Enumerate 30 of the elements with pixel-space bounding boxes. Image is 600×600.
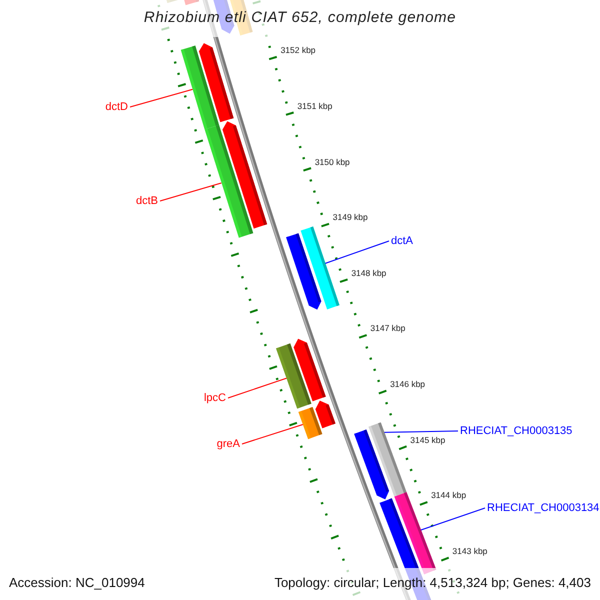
tick-label: 3144 kbp — [431, 491, 466, 500]
leader-line — [420, 508, 486, 531]
gene-label: lpcC — [204, 392, 226, 404]
gene-label: dctB — [136, 196, 158, 206]
leader-line — [242, 424, 304, 444]
gene-label: dctA — [391, 236, 414, 246]
gene-label: RHECIAT_CH0003134 — [487, 502, 600, 514]
footer-text: Topology: circular; Length: 4,513,324 bp; Genes: 4,403 — [274, 576, 591, 588]
leader-line — [384, 430, 458, 433]
tick-label: 3145 kbp — [410, 436, 446, 444]
leader-line — [160, 182, 222, 202]
tick-label: 3152 kbp — [280, 46, 316, 55]
leader-line — [228, 378, 287, 398]
gene-label: RHECIAT_CH0003135 — [460, 426, 572, 436]
gene-label: greA — [216, 438, 240, 450]
tick-label: 3147 kbp — [370, 324, 406, 333]
footer-text: Accession: NC_010994 — [9, 576, 145, 588]
tick-label: 3148 kbp — [351, 268, 386, 278]
tick-label: 3151 kbp — [297, 102, 332, 111]
gene-segment — [300, 226, 340, 310]
leader-line — [130, 88, 194, 108]
gene-segment — [276, 343, 312, 409]
gene-segment — [180, 46, 220, 130]
tick-label: 3150 kbp — [314, 158, 350, 166]
gene-segment — [298, 407, 322, 440]
gene-segment — [204, 125, 254, 238]
gene-segment — [368, 422, 407, 497]
leader-line — [324, 240, 390, 264]
gene-label: dctD — [105, 102, 128, 112]
title: Rhizobium etli CIAT 652, complete genome — [144, 10, 456, 25]
